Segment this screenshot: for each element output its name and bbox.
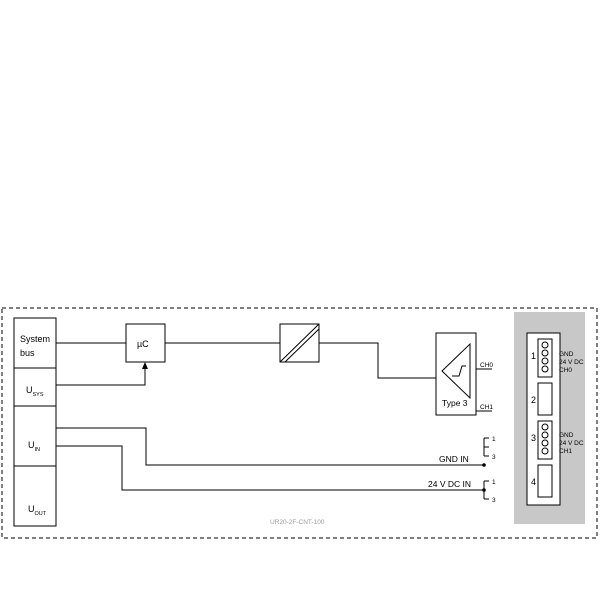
uin-block xyxy=(13,405,57,467)
gnd-in-pin-3: 3 xyxy=(492,454,496,461)
usys-arrowhead xyxy=(142,362,148,369)
system-bus-label-line1: System xyxy=(20,334,50,344)
ch1-label: CH1 xyxy=(480,404,493,411)
slot-1-label-24vdc: 24 V DC xyxy=(559,359,584,366)
microcontroller-label: µC xyxy=(137,339,149,349)
gnd-in-label: GND IN xyxy=(439,454,469,464)
slot-3-label-ch1: CH1 xyxy=(559,448,572,455)
uin-label: UIN xyxy=(28,440,40,453)
signal-wires xyxy=(56,342,492,500)
slot-3-label-24vdc: 24 V DC xyxy=(559,440,584,447)
slot-1-terminals xyxy=(537,338,553,378)
usys-block xyxy=(13,367,57,407)
slot-3-terminals xyxy=(537,420,553,460)
comparator-icon xyxy=(441,342,471,400)
uout-label: UOUT xyxy=(28,504,47,517)
slot-1-number: 1 xyxy=(531,351,536,361)
slot-3-number: 3 xyxy=(531,433,536,443)
gnd-in-junction xyxy=(482,463,486,467)
module-frame xyxy=(1,307,598,539)
slot-4-terminal xyxy=(537,464,553,498)
dc-in-pin-1: 1 xyxy=(492,479,496,486)
input-type-label: Type 3 xyxy=(442,398,468,408)
slot-3-label-gnd: GND xyxy=(559,432,574,439)
slot-2-number: 2 xyxy=(531,395,536,405)
uout-block xyxy=(13,465,57,527)
model-label: UR20-2F-CNT-100 xyxy=(270,519,325,526)
isolation-block xyxy=(279,323,320,363)
usys-label: USYS xyxy=(26,385,44,398)
slot-2-terminal xyxy=(537,382,553,416)
slot-1-label-ch0: CH0 xyxy=(559,367,572,374)
ch0-label: CH0 xyxy=(480,362,493,369)
slot-1-label-gnd: GND xyxy=(559,351,574,358)
slot-4-number: 4 xyxy=(531,477,536,487)
dc-in-label: 24 V DC IN xyxy=(428,479,471,489)
dc-in-pin-3: 3 xyxy=(492,497,496,504)
system-bus-label-line2: bus xyxy=(20,348,35,358)
gnd-in-pin-1: 1 xyxy=(492,436,496,443)
dc-in-junction xyxy=(482,488,486,492)
